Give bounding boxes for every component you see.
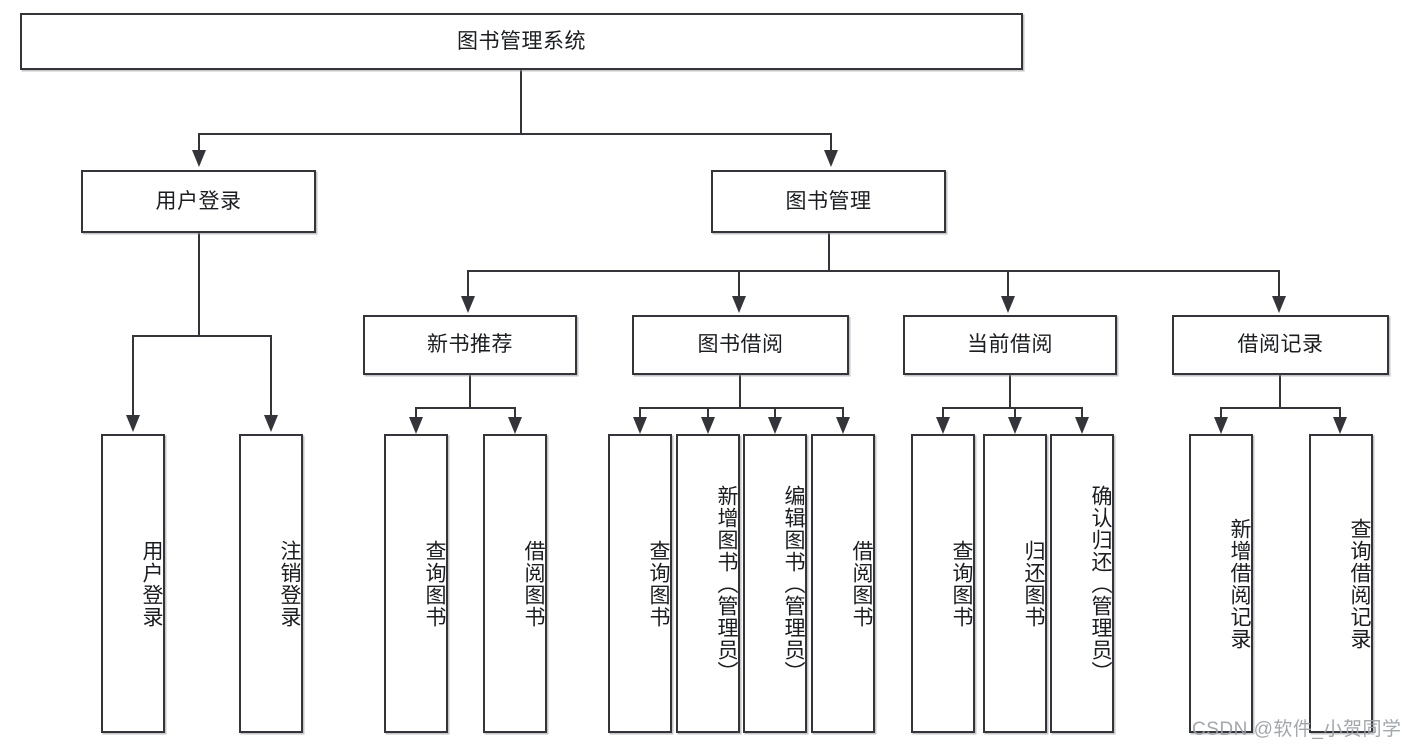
- arrow-root-to-book-mgmt: [824, 150, 838, 167]
- leaf-query-book-borrow[interactable]: 查询图书: [608, 434, 672, 733]
- edge-bookborrow-bus: [639, 407, 843, 409]
- edge-borrowrecord-stem: [1279, 375, 1281, 407]
- edge-bookborrow-to-leaf4: [842, 407, 844, 417]
- node-borrow-record[interactable]: 借阅记录: [1172, 315, 1389, 375]
- arrow-newbook-to-leaf2: [508, 417, 522, 434]
- node-current-borrow[interactable]: 当前借阅: [903, 315, 1117, 375]
- arrow-bookborrow-to-leaf1: [633, 417, 647, 434]
- leaf-user-login[interactable]: 用户登录: [101, 434, 165, 733]
- arrow-currentborrow-to-leaf2: [1008, 417, 1022, 434]
- arrow-currentborrow-to-leaf3: [1075, 417, 1089, 434]
- edge-root-to-user-login: [198, 133, 200, 152]
- edge-borrowrecord-to-leaf2: [1339, 407, 1341, 417]
- node-book-borrow[interactable]: 图书借阅: [632, 315, 849, 375]
- arrow-borrowrecord-to-leaf1: [1214, 417, 1228, 434]
- edge-borrowrecord-bus: [1220, 407, 1341, 409]
- edge-root-to-book-mgmt: [830, 133, 832, 152]
- arrow-root-to-user-login: [192, 150, 206, 167]
- arrow-borrowrecord-to-leaf2: [1333, 417, 1347, 434]
- edge-bookmgmt-to-borrow: [738, 270, 740, 296]
- edge-currentborrow-bus: [942, 407, 1082, 409]
- leaf-query-book-current[interactable]: 查询图书: [911, 434, 975, 733]
- arrow-userlogin-to-leaf1: [126, 415, 140, 432]
- edge-newbook-to-leaf1: [415, 407, 417, 417]
- edge-userlogin-bus: [132, 335, 272, 337]
- edge-root-bus: [198, 133, 832, 135]
- edge-bookmgmt-bus: [467, 270, 1280, 272]
- node-new-book-recommend[interactable]: 新书推荐: [363, 315, 577, 375]
- leaf-confirm-return-admin[interactable]: 确认归还（管理员）: [1050, 434, 1114, 733]
- arrow-currentborrow-to-leaf1: [936, 417, 950, 434]
- edge-bookmgmt-to-current: [1007, 270, 1009, 296]
- leaf-borrow-book-newbook[interactable]: 借阅图书: [483, 434, 547, 733]
- arrow-userlogin-to-leaf2: [264, 415, 278, 432]
- leaf-logout-login[interactable]: 注销登录: [239, 434, 303, 733]
- edge-newbook-bus: [415, 407, 516, 409]
- arrow-bookmgmt-to-new: [461, 296, 475, 313]
- arrow-bookborrow-to-leaf4: [836, 417, 850, 434]
- leaf-edit-book-admin[interactable]: 编辑图书（管理员）: [743, 434, 807, 733]
- edge-bookmgmt-to-new: [467, 270, 469, 296]
- leaf-borrow-book[interactable]: 借阅图书: [811, 434, 875, 733]
- leaf-add-book-admin[interactable]: 新增图书（管理员）: [676, 434, 740, 733]
- arrow-bookborrow-to-leaf3: [768, 417, 782, 434]
- leaf-return-book[interactable]: 归还图书: [983, 434, 1047, 733]
- node-root-book-management-system[interactable]: 图书管理系统: [20, 13, 1023, 70]
- arrow-bookmgmt-to-record: [1272, 296, 1286, 313]
- edge-userlogin-to-leaf2: [270, 335, 272, 415]
- edge-userlogin-stem: [198, 233, 200, 335]
- edge-currentborrow-to-leaf1: [942, 407, 944, 417]
- leaf-add-borrow-record[interactable]: 新增借阅记录: [1189, 434, 1253, 733]
- arrow-bookmgmt-to-borrow: [732, 296, 746, 313]
- edge-userlogin-to-leaf1: [132, 335, 134, 415]
- edge-bookborrow-stem: [739, 375, 741, 407]
- edge-newbook-stem: [469, 375, 471, 407]
- edge-borrowrecord-to-leaf1: [1220, 407, 1222, 417]
- edge-bookmgmt-stem: [828, 233, 830, 270]
- edge-currentborrow-to-leaf2: [1014, 407, 1016, 417]
- arrow-bookborrow-to-leaf2: [701, 417, 715, 434]
- leaf-query-borrow-record[interactable]: 查询借阅记录: [1309, 434, 1373, 733]
- arrow-bookmgmt-to-current: [1001, 296, 1015, 313]
- watermark-csdn: CSDN @软件_小贺同学: [1192, 719, 1402, 740]
- edge-newbook-to-leaf2: [514, 407, 516, 417]
- node-book-management[interactable]: 图书管理: [711, 170, 946, 233]
- node-user-login[interactable]: 用户登录: [81, 170, 316, 233]
- leaf-query-book-newbook[interactable]: 查询图书: [384, 434, 448, 733]
- edge-bookborrow-to-leaf3: [774, 407, 776, 417]
- edge-bookborrow-to-leaf1: [639, 407, 641, 417]
- arrow-newbook-to-leaf1: [409, 417, 423, 434]
- edge-root-stem: [520, 70, 522, 133]
- edge-bookborrow-to-leaf2: [707, 407, 709, 417]
- edge-currentborrow-to-leaf3: [1081, 407, 1083, 417]
- edge-bookmgmt-to-record: [1278, 270, 1280, 296]
- edge-currentborrow-stem: [1009, 375, 1011, 407]
